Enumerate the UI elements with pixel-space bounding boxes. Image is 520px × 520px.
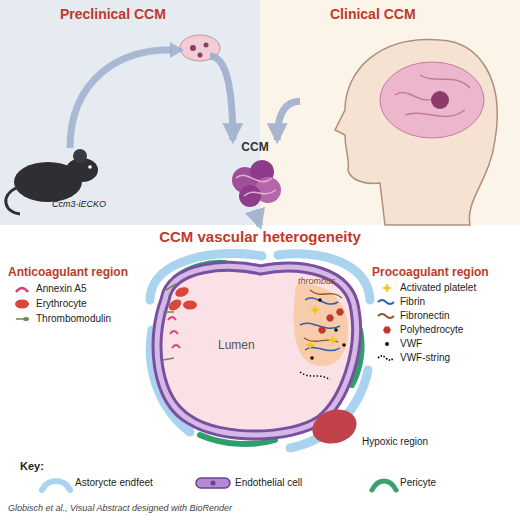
- legend-text: Astorycte endfeet: [75, 477, 153, 488]
- region-label: Hypoxic region: [362, 436, 428, 447]
- node-heading: CCM vascular heterogeneity: [110, 228, 410, 245]
- region-label: Procoagulant region: [372, 265, 489, 279]
- mouse-brain: [180, 35, 220, 61]
- clinical-panel-bg: [260, 0, 520, 225]
- panel-node: CCM: [218, 140, 292, 210]
- legend-text: Endothelial cell: [235, 477, 302, 488]
- node-heading: Preclinical CCM: [60, 6, 166, 22]
- panel-node: Preclinical CCM: [0, 0, 210, 225]
- legend-text: Erythrocyte: [36, 298, 87, 309]
- legend-text: Fibrin: [400, 296, 425, 307]
- legend-text: Activated platelet: [400, 282, 476, 293]
- legend-text: Polyhedrocyte: [400, 324, 463, 335]
- ccm-lesion: [232, 160, 281, 207]
- preclinical-panel-bg: [0, 0, 260, 225]
- flow-arrow: [255, 210, 260, 226]
- flow-arrow: [277, 101, 300, 140]
- legend-text: VWF: [400, 338, 422, 349]
- panel-node: CCM vascular heterogeneity: [110, 226, 410, 248]
- region-label: Lumen: [218, 338, 255, 352]
- vessel-illustration: [150, 253, 370, 448]
- legend-symbols: [15, 283, 396, 490]
- region-label: Ccm3-iECKO: [52, 199, 106, 209]
- legend-text: Fibronectin: [400, 310, 449, 321]
- human-head: [335, 40, 497, 225]
- legend-text: Thrombomodulin: [36, 313, 111, 324]
- region-label: Key:: [20, 460, 44, 472]
- flow-arrow: [210, 56, 233, 140]
- legend-text: VWF-string: [400, 352, 450, 363]
- caption: Globisch et al., Visual Abstract designe…: [8, 503, 232, 513]
- arrow-head: [170, 42, 184, 58]
- legend-text: Annexin A5: [36, 283, 87, 294]
- legend-text: Pericyte: [400, 477, 436, 488]
- region-label: Anticoagulant region: [8, 265, 128, 279]
- mouse-to-brain-arrow: [70, 50, 172, 148]
- region-label: thrombus: [298, 276, 336, 286]
- panel-node: Clinical CCM: [300, 0, 520, 225]
- node-heading: Clinical CCM: [330, 6, 416, 22]
- node-heading: CCM: [218, 140, 292, 154]
